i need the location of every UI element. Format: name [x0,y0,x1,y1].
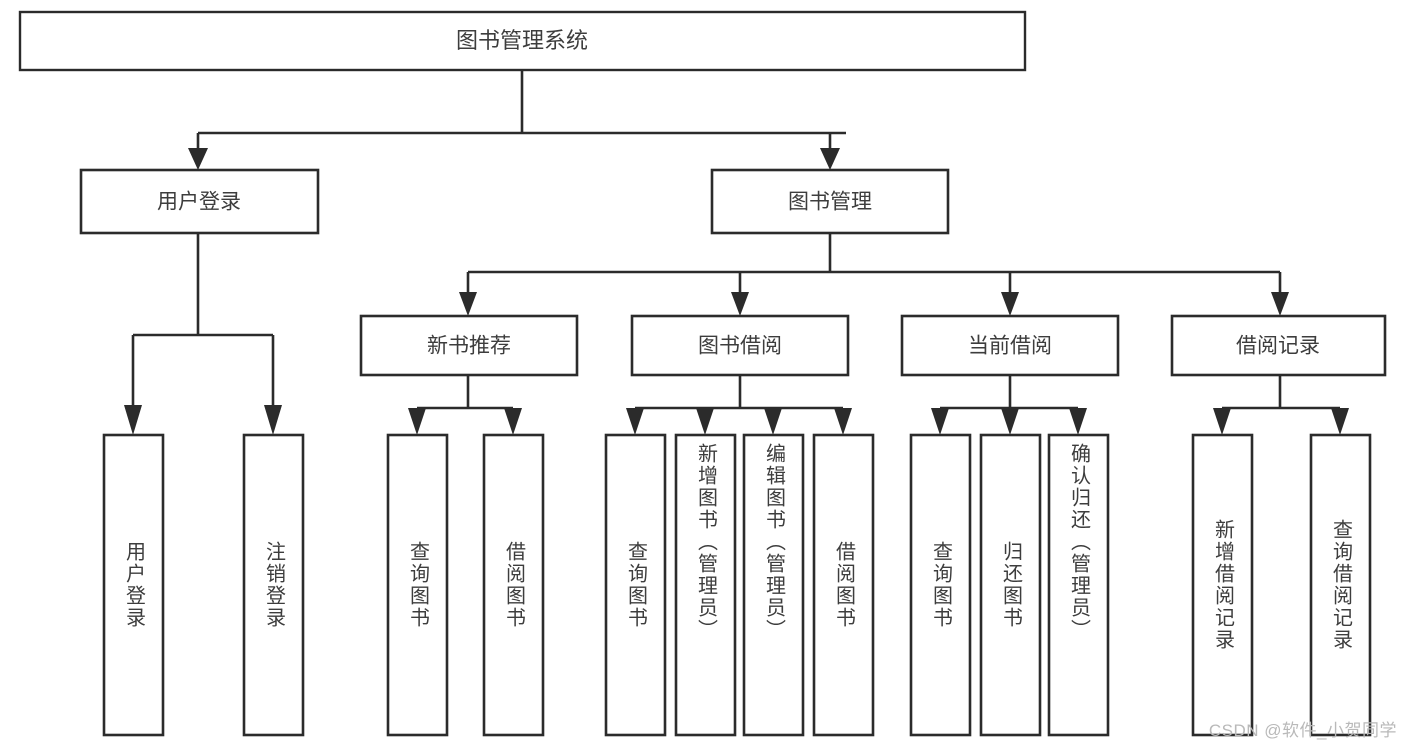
leaf-box-current-3[interactable] [1047,433,1110,737]
node-book-manage-box[interactable] [710,168,950,235]
arrowhead-record-leaf-1 [1213,408,1231,435]
arrowhead-userlogin-leaf-2 [264,405,282,435]
node-user-login-box[interactable] [79,168,320,235]
arrowhead-to-book-manage [820,148,840,170]
arrowhead-borrow-leaf-3 [764,408,782,435]
arrowhead-current-leaf-1 [931,408,949,435]
node-root-label: 图书管理系统 [456,28,588,53]
node-root[interactable]: 图书管理系统 [18,10,1027,72]
node-borrow-record-box[interactable] [1170,314,1387,377]
leaf-box-record-2[interactable] [1309,433,1372,737]
node-borrow-record-label: 借阅记录 [1236,335,1320,358]
leaf-box-borrow-1[interactable] [604,433,667,737]
leaf-box-layer [102,433,1372,737]
leaf-box-recommend-2[interactable] [482,433,545,737]
arrowhead-recommend-leaf-1 [408,408,426,435]
arrowhead-to-recommend [459,292,477,316]
node-root-box[interactable] [18,10,1027,72]
node-current-borrow[interactable]: 当前借阅 [900,314,1120,377]
leaf-box-borrow-2[interactable] [674,433,737,737]
leaf-box-user-login-1[interactable] [102,433,165,737]
leaf-box-current-2[interactable] [979,433,1042,737]
node-book-borrow[interactable]: 图书借阅 [630,314,850,377]
leaf-box-recommend-1[interactable] [386,433,449,737]
arrowhead-borrow-leaf-2 [696,408,714,435]
leaf-box-current-1[interactable] [909,433,972,737]
node-book-manage[interactable]: 图书管理 [710,168,950,235]
node-new-book-recommend-label: 新书推荐 [427,335,511,358]
arrowhead-borrow-leaf-1 [626,408,644,435]
arrowhead-current-leaf-2 [1001,408,1019,435]
node-user-login[interactable]: 用户登录 [79,168,320,235]
arrowhead-current-leaf-3 [1069,408,1087,435]
leaf-box-user-login-2[interactable] [242,433,305,737]
node-current-borrow-label: 当前借阅 [968,335,1052,358]
node-user-login-label: 用户登录 [157,191,241,214]
arrowhead-layer [124,148,1349,435]
node-new-book-recommend[interactable]: 新书推荐 [359,314,579,377]
node-borrow-record[interactable]: 借阅记录 [1170,314,1387,377]
arrowhead-recommend-leaf-2 [504,408,522,435]
leaf-box-record-1[interactable] [1191,433,1254,737]
node-book-manage-label: 图书管理 [788,191,872,214]
leaf-box-borrow-3[interactable] [742,433,805,737]
node-book-borrow-label: 图书借阅 [698,335,782,358]
node-book-borrow-box[interactable] [630,314,850,377]
arrowhead-to-record [1271,292,1289,316]
arrowhead-record-leaf-2 [1331,408,1349,435]
leaf-box-borrow-4[interactable] [812,433,875,737]
arrowhead-to-user-login [188,148,208,170]
arrowhead-to-borrow [731,292,749,316]
arrowhead-to-current [1001,292,1019,316]
arrowhead-userlogin-leaf-1 [124,405,142,435]
arrowhead-borrow-leaf-4 [834,408,852,435]
watermark-text: CSDN @软件_小贺同学 [1208,721,1397,740]
node-current-borrow-box[interactable] [900,314,1120,377]
node-new-book-recommend-box[interactable] [359,314,579,377]
